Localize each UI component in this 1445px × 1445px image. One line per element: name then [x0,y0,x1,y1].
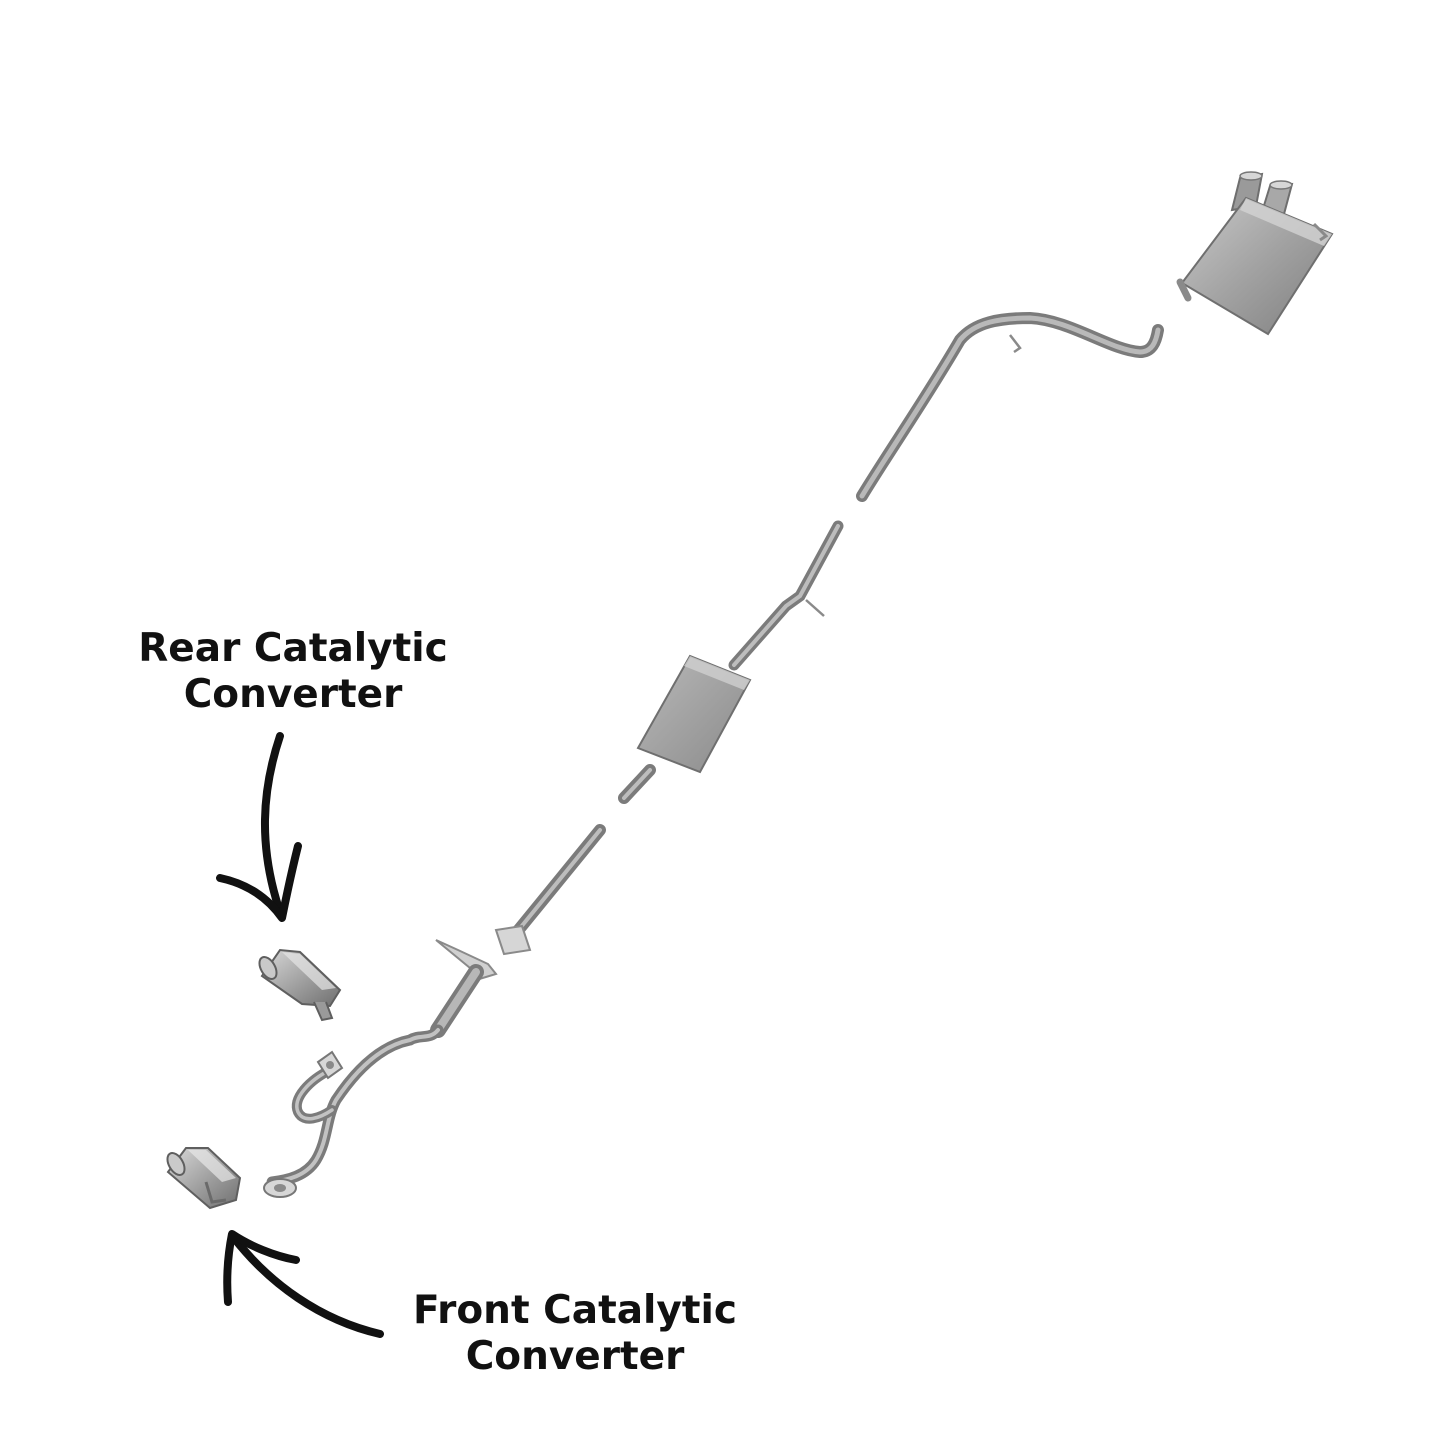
front-label-line2: Converter [465,1334,685,1379]
rear-catalytic-converter-label: Rear Catalytic Converter [118,626,468,718]
rear-arrow [216,732,302,922]
y-pipe [263,939,498,1198]
front-catalytic-converter-label: Front Catalytic Converter [395,1288,755,1380]
intermediate-pipe [856,311,1164,502]
rear-catalytic-converter [258,948,342,1022]
rear-muffler [1176,171,1334,336]
front-label-line1: Front Catalytic [413,1288,737,1333]
front-arrow [223,1230,384,1338]
front-catalytic-converter [166,1147,242,1210]
front-pipe [494,824,606,956]
rear-label-line2: Converter [183,672,403,717]
rear-label-line1: Rear Catalytic [138,626,448,671]
mid-pipe-resonator [618,520,844,804]
